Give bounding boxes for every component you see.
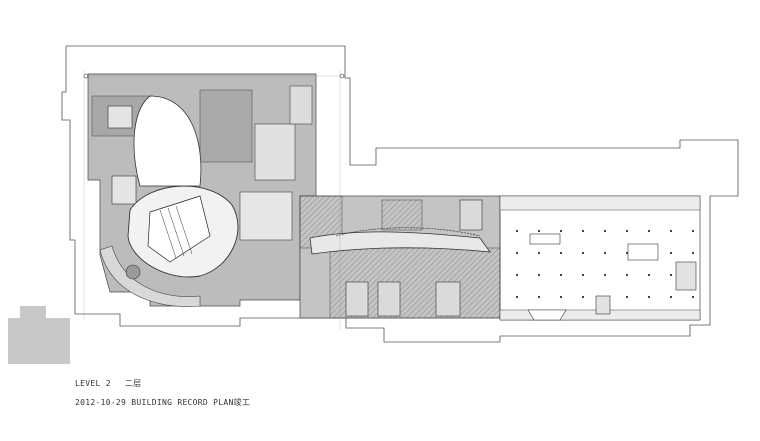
room-block (107, 105, 133, 129)
core-room (675, 261, 697, 291)
structural-grid (83, 70, 344, 330)
atrium-escalator (159, 205, 193, 259)
mall-corridor-edge (335, 227, 481, 237)
curved-promenade (99, 245, 201, 307)
adjacent-building-block (8, 306, 70, 364)
record-caption: 2012-10-29 BUILDING RECORD PLAN竣工 (75, 397, 250, 408)
escalator-east (627, 243, 659, 261)
mall-corridor (309, 231, 491, 255)
room-block (254, 123, 296, 181)
escalator-east (529, 233, 561, 245)
shop-unit (435, 281, 461, 317)
room-block (239, 191, 293, 241)
round-feature (125, 264, 141, 280)
atrium-inner-feature (147, 195, 211, 263)
entrance-canopy (527, 309, 567, 321)
hatched-zone (381, 199, 423, 231)
room-block (199, 89, 253, 163)
grid-bubble (339, 73, 345, 79)
core-room (595, 295, 611, 315)
shop-unit (459, 199, 483, 231)
level-label-cn: 二层 (124, 379, 142, 388)
room-block (111, 175, 137, 205)
record-label-cn: 竣工 (233, 398, 251, 407)
shop-unit (377, 281, 401, 317)
level-label: LEVEL 2 (75, 379, 111, 388)
record-label: 2012-10-29 BUILDING RECORD PLAN (75, 398, 234, 407)
atrium-void (133, 95, 202, 187)
east-wing-bay (499, 195, 701, 211)
level-caption: LEVEL 2 二层 (75, 378, 141, 389)
grid-bubble (83, 73, 89, 79)
room-block (289, 85, 313, 125)
shop-unit (345, 281, 369, 317)
